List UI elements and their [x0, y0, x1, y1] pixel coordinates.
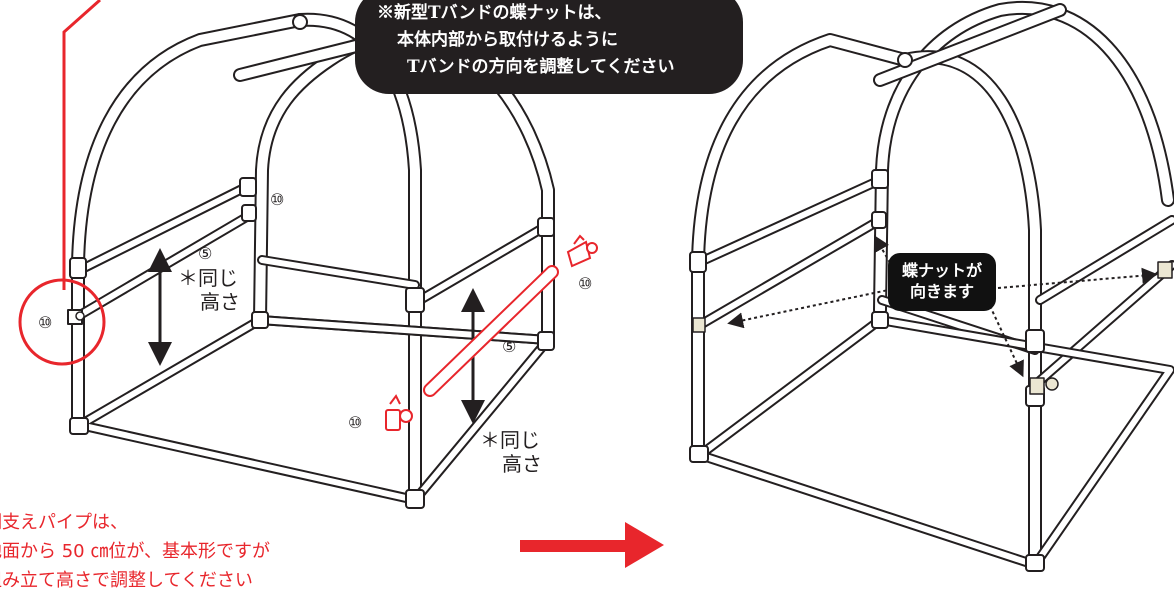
red-arrow: [520, 522, 664, 568]
notice-line-3: Tバンドの方向を調整してください: [407, 57, 675, 77]
red-callout: [18, 0, 106, 366]
same-height-line-1: ＊同じ: [480, 428, 540, 452]
red-clamp-upper: [566, 234, 598, 268]
red-pipe: [423, 265, 559, 397]
right-joints: [689, 52, 1045, 572]
left-front-arch: [71, 13, 307, 432]
part-10-label-upper-right: ⑩: [578, 274, 593, 293]
right-clamps: [692, 261, 1173, 395]
part-10-label-lower: ⑩: [348, 413, 363, 432]
part-10-label-top: ⑩: [270, 190, 285, 209]
support-pipe-note-line-3: 組み立て高さで調整してください: [0, 570, 253, 591]
part-5-label-right: ⑤: [502, 337, 517, 356]
same-height-label-left: ＊同じ 高さ: [178, 266, 240, 314]
same-height-label-right: ＊同じ 高さ: [480, 428, 542, 476]
wing-nut-callout: 蝶ナットが 向きます: [888, 253, 996, 311]
part-10-label-left: ⑩: [38, 313, 53, 332]
support-pipe-note: 胴支えパイプは、 地面から 50 ㎝位が、基本形ですが 組み立て高さで調整してく…: [0, 508, 270, 595]
left-joints: [69, 14, 555, 509]
notice-bubble: ※新型Tバンドの蝶ナットは、 本体内部から取付けるように Tバンドの方向を調整し…: [355, 0, 743, 94]
right-base: [695, 315, 1174, 570]
wing-nut-line-1: 蝶ナットが: [901, 261, 982, 280]
part-5-label-left: ⑤: [198, 244, 213, 263]
notice-line-1: ※新型Tバンドの蝶ナットは、: [377, 3, 612, 23]
same-height-line-2: 高さ: [502, 452, 542, 476]
notice-line-2: 本体内部から取付けるように: [397, 30, 618, 50]
support-pipe-note-line-2: 地面から 50 ㎝位が、基本形ですが: [0, 541, 270, 562]
frame-illustration: [18, 0, 1174, 572]
right-frame: [689, 0, 1174, 572]
red-clamp-lower: [385, 394, 413, 431]
right-front-arch: [691, 33, 912, 457]
right-back-arch: [873, 0, 1174, 317]
left-side-rails: [75, 180, 553, 320]
same-height-arrow-left: [148, 248, 172, 366]
wing-nut-line-2: 向きます: [909, 282, 974, 301]
wing-nut-pointers: [727, 235, 1158, 378]
same-height-line-1: ＊同じ: [178, 266, 238, 290]
support-pipe-note-line-1: 胴支えパイプは、: [0, 512, 128, 533]
right-ridge: [873, 3, 1067, 87]
left-clamp: [67, 309, 85, 325]
same-height-line-2: 高さ: [200, 290, 240, 314]
